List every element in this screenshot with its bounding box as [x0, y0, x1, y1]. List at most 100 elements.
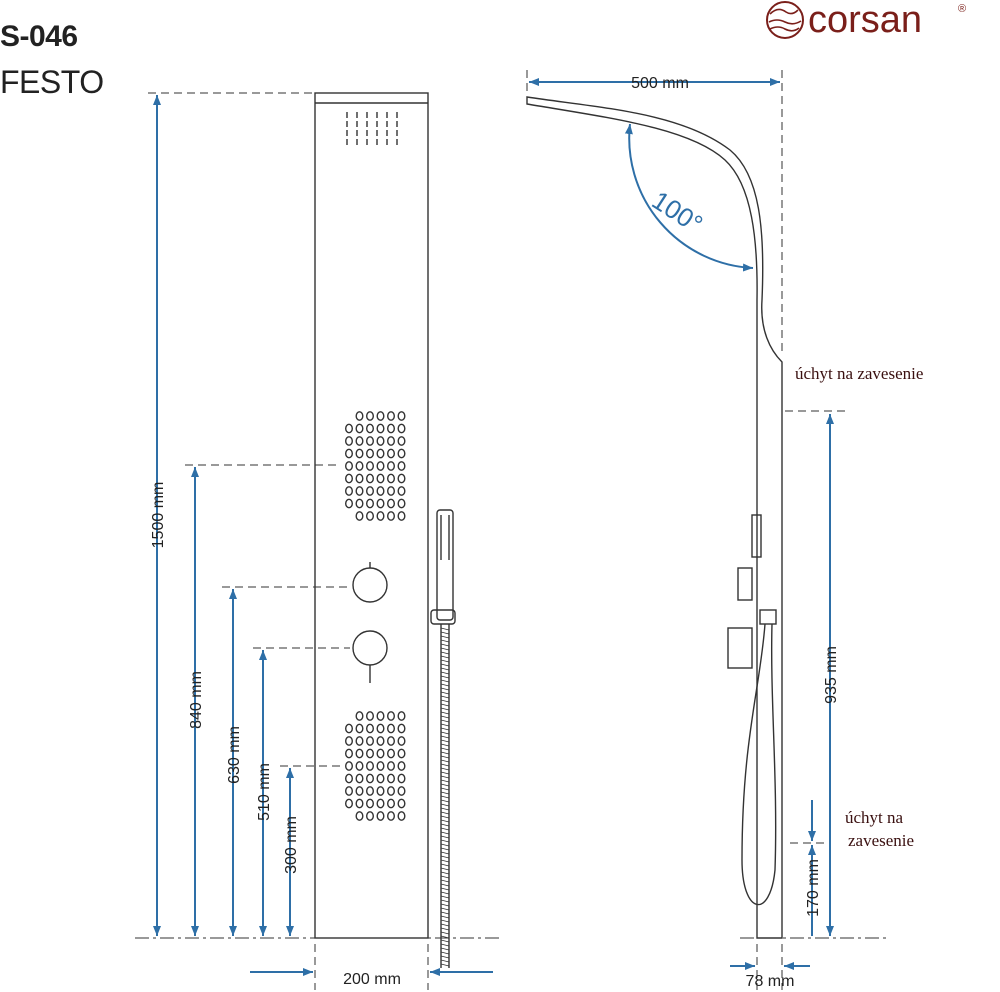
jet-nozzle: [387, 411, 396, 421]
jet-nozzle: [376, 473, 385, 484]
jet-nozzle: [345, 486, 354, 496]
jet-nozzle: [355, 748, 364, 759]
jet-nozzle: [345, 423, 354, 434]
jet-nozzle: [366, 423, 375, 434]
jet-nozzle: [355, 436, 364, 446]
front-extension-lines: [135, 92, 500, 990]
jet-nozzle: [387, 773, 396, 784]
jet-nozzle: [387, 711, 396, 721]
hand-shower: [430, 509, 456, 968]
jet-nozzle: [366, 811, 375, 821]
jet-nozzle: [397, 498, 406, 509]
jet-nozzle: [345, 461, 354, 471]
jet-nozzle: [345, 723, 354, 734]
jet-nozzle: [366, 486, 375, 496]
hand-shower-side: [751, 514, 762, 558]
jet-nozzle: [387, 436, 396, 446]
jet-nozzle: [376, 723, 385, 734]
jet-nozzle: [376, 798, 385, 809]
jet-nozzle: [397, 411, 406, 421]
front-dimension-lines: [153, 95, 493, 976]
jet-nozzle: [397, 748, 406, 759]
knob-side-upper: [737, 567, 753, 601]
jet-nozzle: [387, 736, 396, 746]
jet-nozzle: [366, 448, 375, 459]
jet-nozzle: [376, 448, 385, 459]
jet-nozzle: [366, 798, 375, 809]
jet-nozzle: [355, 773, 364, 784]
jet-nozzle: [387, 473, 396, 484]
jet-nozzle: [387, 798, 396, 809]
jet-nozzle: [355, 798, 364, 809]
jet-nozzle: [397, 436, 406, 446]
jet-nozzle: [355, 723, 364, 734]
jet-nozzle: [376, 411, 385, 421]
jet-nozzle: [397, 736, 406, 746]
jet-nozzle: [366, 711, 375, 721]
jet-nozzle: [366, 786, 375, 796]
dim-knob-lower: 510 mm: [256, 763, 273, 821]
jet-nozzle: [345, 498, 354, 509]
corsan-logo: corsan ®: [766, 0, 966, 41]
jet-nozzle: [397, 448, 406, 459]
jet-nozzle: [397, 761, 406, 771]
jet-nozzle: [376, 498, 385, 509]
dim-mount-upper: 935 mm: [823, 646, 840, 704]
dim-jets-lower: 300 mm: [283, 816, 300, 874]
jet-nozzle: [376, 736, 385, 746]
jet-nozzle: [345, 436, 354, 446]
jet-nozzle: [387, 786, 396, 796]
jet-nozzle: [366, 748, 375, 759]
jet-nozzle: [355, 761, 364, 771]
knob-side-lower: [727, 627, 753, 669]
jet-nozzle: [366, 411, 375, 421]
jet-nozzle: [387, 811, 396, 821]
jet-nozzle: [387, 461, 396, 471]
jet-nozzle: [397, 773, 406, 784]
jet-nozzle: [397, 423, 406, 434]
jet-nozzle: [345, 786, 354, 796]
jet-nozzle: [376, 436, 385, 446]
dim-depth: 78 mm: [746, 973, 795, 990]
hose-side: [741, 623, 777, 906]
jet-nozzle: [355, 711, 364, 721]
logo-text: corsan: [808, 0, 922, 41]
jet-nozzle: [397, 486, 406, 496]
jet-nozzle: [355, 498, 364, 509]
jet-nozzle: [397, 711, 406, 721]
jet-nozzle: [397, 461, 406, 471]
holder-side: [759, 609, 777, 625]
thermostat-knob: [352, 562, 388, 603]
jet-nozzle: [366, 773, 375, 784]
lower-body-jets: [345, 711, 406, 821]
jet-nozzle: [376, 773, 385, 784]
jet-nozzle: [387, 423, 396, 434]
jet-nozzle: [366, 498, 375, 509]
jet-nozzle: [387, 486, 396, 496]
jet-nozzle: [397, 473, 406, 484]
top-nozzle-grid: [346, 112, 398, 145]
jet-nozzle: [345, 448, 354, 459]
front-view: [314, 92, 456, 968]
jet-nozzle: [387, 448, 396, 459]
upper-body-jets: [345, 411, 406, 521]
jet-nozzle: [397, 786, 406, 796]
jet-nozzle: [355, 736, 364, 746]
jet-nozzle: [345, 798, 354, 809]
jet-nozzle: [355, 423, 364, 434]
jet-nozzle: [345, 761, 354, 771]
jet-nozzle: [355, 473, 364, 484]
jet-nozzle: [366, 473, 375, 484]
note-upper-mount: úchyt na zavesenie: [795, 364, 923, 383]
jet-nozzle: [366, 736, 375, 746]
dim-knob-upper: 630 mm: [226, 726, 243, 784]
jet-nozzle: [397, 798, 406, 809]
jet-nozzle: [376, 811, 385, 821]
dim-jets-upper: 840 mm: [188, 671, 205, 729]
note-lower-mount-1: úchyt na: [845, 808, 904, 827]
jet-nozzle: [355, 486, 364, 496]
jet-nozzle: [345, 748, 354, 759]
dim-mount-lower: 170 mm: [805, 859, 822, 917]
jet-nozzle: [376, 423, 385, 434]
